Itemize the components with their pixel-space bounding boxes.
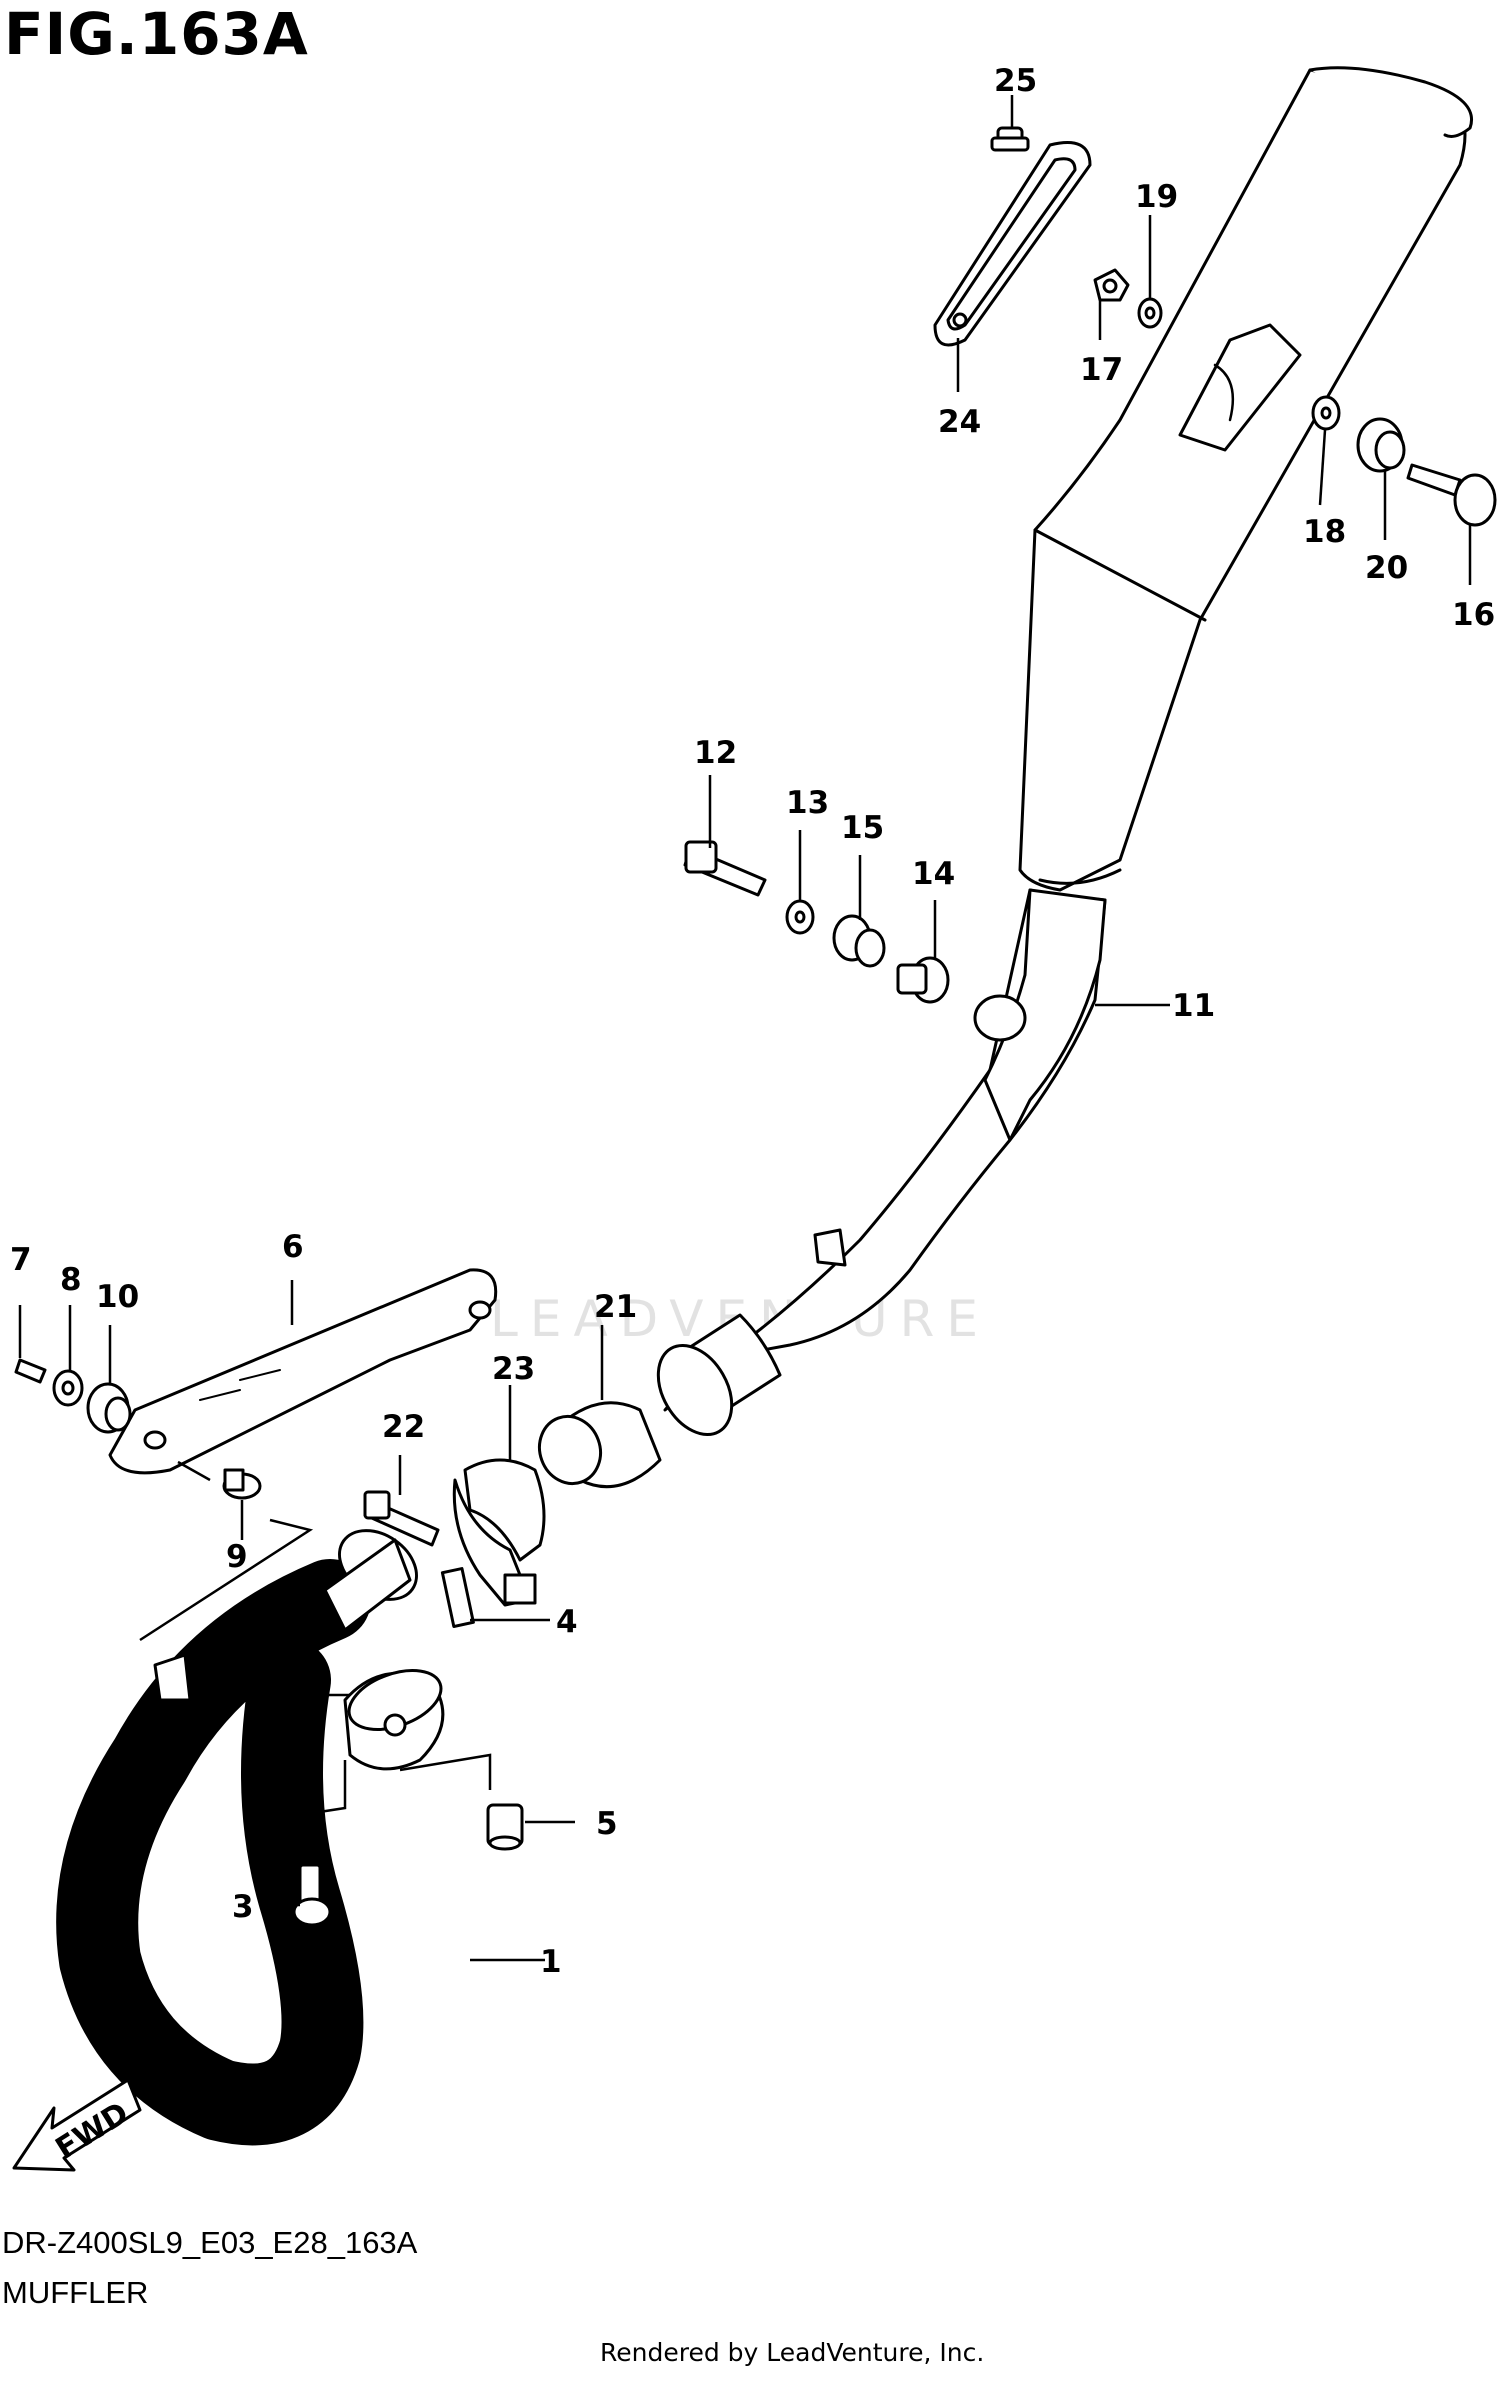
clamp[interactable] — [452, 1458, 546, 1607]
washer-18[interactable] — [1311, 395, 1341, 431]
bolt-12[interactable] — [683, 840, 767, 897]
callout-22: 22 — [382, 1409, 425, 1445]
washer-13[interactable] — [785, 899, 815, 935]
callout-3: 3 — [232, 1889, 254, 1925]
callout-11: 11 — [1172, 988, 1215, 1024]
callout-20: 20 — [1365, 550, 1408, 586]
rendered-by-credit: Rendered by LeadVenture, Inc. — [600, 2338, 985, 2367]
callout-15: 15 — [841, 810, 884, 846]
model-code: DR-Z400SL9_E03_E28_163A — [2, 2225, 418, 2260]
callout-24: 24 — [938, 404, 981, 440]
bolt-16[interactable] — [1406, 463, 1497, 527]
gasket-ring[interactable] — [530, 1401, 662, 1492]
callout-23: 23 — [492, 1351, 535, 1387]
figure-name: MUFFLER — [2, 2275, 149, 2310]
callout-7: 7 — [10, 1242, 32, 1278]
callout-9: 9 — [226, 1539, 248, 1575]
bolt-9[interactable] — [222, 1468, 262, 1500]
callout-14: 14 — [912, 856, 955, 892]
bolt-22[interactable] — [363, 1490, 440, 1547]
leader-lines — [18, 95, 1472, 1962]
callout-5: 5 — [596, 1806, 618, 1842]
callout-19: 19 — [1135, 179, 1178, 215]
gasket-plate[interactable] — [933, 141, 1092, 347]
callout-16: 16 — [1452, 597, 1495, 633]
collar-15[interactable] — [832, 914, 886, 968]
collar-20[interactable] — [1356, 417, 1406, 473]
callout-1: 1 — [540, 1944, 562, 1980]
callout-4: 4 — [556, 1604, 578, 1640]
exhaust-header-pipe[interactable] — [56, 1516, 449, 2146]
muffler-body[interactable] — [1018, 66, 1473, 892]
bolt-3[interactable] — [292, 1863, 332, 1927]
callout-6: 6 — [282, 1229, 304, 1265]
bolt-7[interactable] — [14, 1358, 47, 1384]
callout-10: 10 — [96, 1279, 139, 1315]
callout-21: 21 — [594, 1289, 637, 1325]
callout-18: 18 — [1303, 514, 1346, 550]
callout-25: 25 — [994, 63, 1037, 99]
heat-shield[interactable] — [108, 1268, 498, 1475]
mid-pipe[interactable] — [643, 888, 1107, 1448]
callout-labels: 1 2 3 4 5 6 7 8 9 10 11 12 13 14 15 16 1… — [10, 63, 1495, 1980]
washer-8[interactable] — [52, 1369, 84, 1407]
callout-2: 2 — [290, 1677, 312, 1713]
callout-8: 8 — [60, 1262, 82, 1298]
bolt-25[interactable] — [990, 126, 1030, 152]
washer-19[interactable] — [1137, 297, 1163, 329]
nut-17[interactable] — [1093, 268, 1130, 302]
figure-title: FIG.163A — [4, 0, 309, 68]
stud-4[interactable] — [440, 1567, 475, 1628]
grommet-10[interactable] — [86, 1382, 132, 1434]
callout-17: 17 — [1080, 352, 1123, 388]
bushing-14[interactable] — [896, 956, 950, 1004]
callout-12: 12 — [694, 735, 737, 771]
callout-13: 13 — [786, 785, 829, 821]
fwd-arrow-icon: FWD — [12, 2078, 142, 2172]
nut-5[interactable] — [486, 1803, 524, 1851]
